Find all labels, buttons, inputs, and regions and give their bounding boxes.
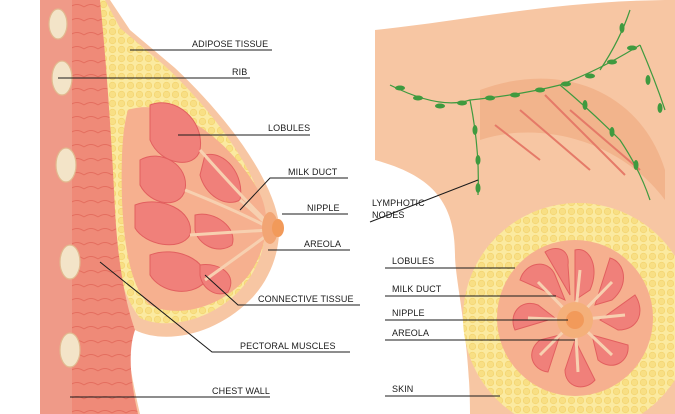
right-nipple [566, 311, 584, 329]
label-pectoral-muscles: PECTORAL MUSCLES [240, 341, 336, 351]
label-milk-duct-right: MILK DUCT [392, 284, 442, 294]
label-lobules-right: LOBULES [392, 256, 434, 266]
label-rib: RIB [232, 67, 247, 77]
label-areola-right: AREOLA [392, 328, 429, 338]
label-lymphotic: LYMPHOTIC [372, 198, 425, 208]
label-milk-duct-left: MILK DUCT [288, 167, 338, 177]
label-skin: SKIN [392, 384, 413, 394]
label-nodes: NODES [372, 210, 405, 220]
label-nipple-right: NIPPLE [392, 308, 425, 318]
left-nipple [272, 219, 284, 237]
label-connective-tissue: CONNECTIVE TISSUE [258, 294, 354, 304]
label-adipose-tissue: ADIPOSE TISSUE [192, 39, 268, 49]
label-nipple-left: NIPPLE [307, 203, 340, 213]
label-lobules-left: LOBULES [268, 123, 310, 133]
label-chest-wall: CHEST WALL [212, 386, 270, 396]
label-areola-left: AREOLA [304, 239, 341, 249]
